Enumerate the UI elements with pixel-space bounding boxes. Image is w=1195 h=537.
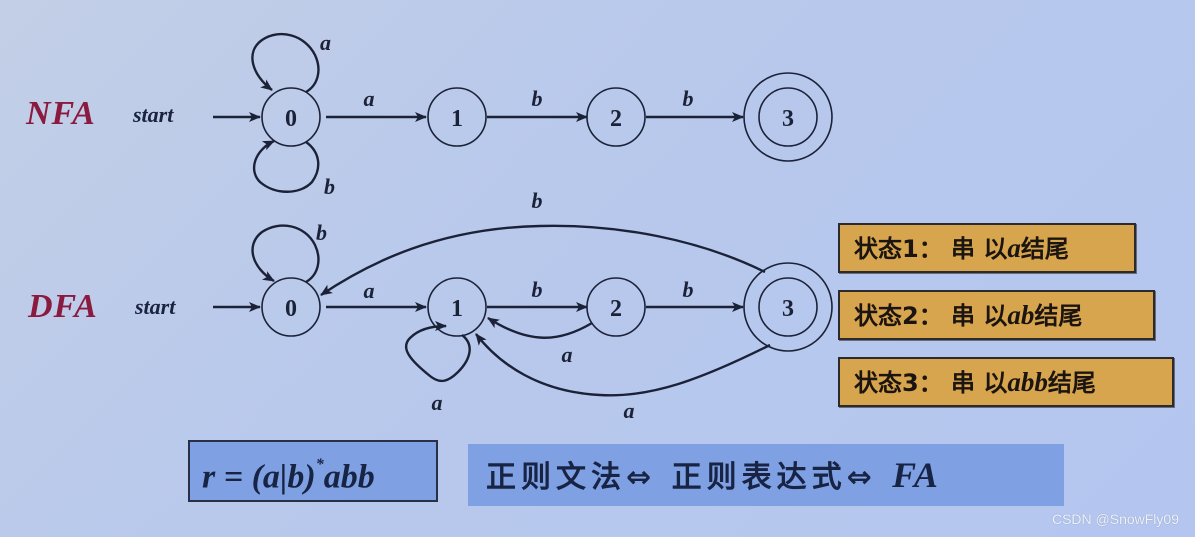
nfa-state-3-inner: [758, 87, 818, 147]
dfa-state-2: [586, 277, 646, 337]
dfa-state-0: [261, 277, 321, 337]
dfa-edge-2-1: [487, 316, 593, 339]
dfa-edge-3-1-label: a: [624, 398, 635, 423]
regex-star: *: [315, 456, 324, 473]
nfa-loop-b-label: b: [324, 174, 335, 199]
dfa-loop-a-1: [404, 321, 471, 383]
nfa-edge-0-1-label: a: [364, 86, 375, 111]
dfa-state-2-label: 2: [610, 296, 622, 322]
state-note-3-italic: abb: [1007, 367, 1048, 397]
dfa-title: DFA: [28, 288, 98, 325]
nfa-state-1-label: 1: [451, 106, 463, 132]
nfa-start-label: start: [133, 102, 174, 127]
state-note-1-suffix: 结尾: [1020, 235, 1069, 263]
dfa-state-3-label: 3: [782, 296, 794, 322]
dfa-start-label: start: [135, 294, 176, 319]
state-note-1-italic: a: [1007, 233, 1021, 263]
nfa-state-2: [586, 87, 646, 147]
dfa-loop-a-1-label: a: [432, 390, 443, 415]
dfa-state-0-label: 0: [285, 296, 297, 322]
nfa-edge-2-3-label: b: [683, 86, 694, 111]
equivalence-box: 正则文法⇔ 正则表达式⇔ FA: [468, 444, 1064, 506]
nfa-state-3-label: 3: [782, 106, 794, 132]
nfa-edge-1-2-label: b: [532, 86, 543, 111]
state-note-1: 状态1： 串 以a结尾: [838, 223, 1136, 273]
state-note-2-prefix: 状态2： 串 以: [854, 302, 1008, 330]
dfa-edge-0-1-label: a: [364, 278, 375, 303]
dfa-loop-b-label: b: [316, 220, 327, 245]
dfa-state-3-outer: [743, 262, 833, 352]
nfa-loop-b: [252, 139, 320, 193]
dfa-edge-2-3-label: b: [683, 277, 694, 302]
regex-rhs: abb: [323, 458, 375, 496]
regex-box: r = (a|b)*abb: [188, 440, 438, 502]
dfa-edge-3-0-label: b: [532, 188, 543, 213]
regex-lhs: r = (a|b): [202, 458, 316, 496]
dfa-edge-2-1-label: a: [562, 342, 573, 367]
nfa-state-2-label: 2: [610, 106, 622, 132]
nfa-state-0-label: 0: [285, 106, 297, 132]
nfa-title: NFA: [26, 95, 96, 132]
dfa-edge-3-1: [475, 333, 771, 397]
state-note-2: 状态2： 串 以ab结尾: [838, 290, 1155, 340]
nfa-loop-a-label: a: [320, 30, 331, 55]
dfa-loop-b: [251, 224, 320, 284]
state-note-2-italic: ab: [1007, 300, 1035, 330]
dfa-edge-1-2-label: b: [532, 277, 543, 302]
state-note-3: 状态3： 串 以abb结尾: [838, 357, 1174, 407]
state-note-1-prefix: 状态1： 串 以: [854, 235, 1008, 263]
state-note-3-suffix: 结尾: [1047, 369, 1096, 397]
equivalence-fa: FA: [892, 455, 939, 495]
dfa-state-1-label: 1: [451, 296, 463, 322]
nfa-state-0: [261, 87, 321, 147]
state-note-3-prefix: 状态3： 串 以: [854, 369, 1008, 397]
nfa-state-1: [427, 87, 487, 147]
state-note-2-suffix: 结尾: [1034, 302, 1083, 330]
equivalence-text: 正则文法⇔ 正则表达式⇔: [486, 460, 893, 495]
dfa-edge-3-0: [320, 224, 766, 296]
dfa-state-3-inner: [758, 277, 818, 337]
nfa-loop-a: [251, 32, 320, 94]
watermark: CSDN @SnowFly09: [1051, 511, 1179, 527]
nfa-state-3-outer: [743, 72, 833, 162]
dfa-state-1: [427, 277, 487, 337]
